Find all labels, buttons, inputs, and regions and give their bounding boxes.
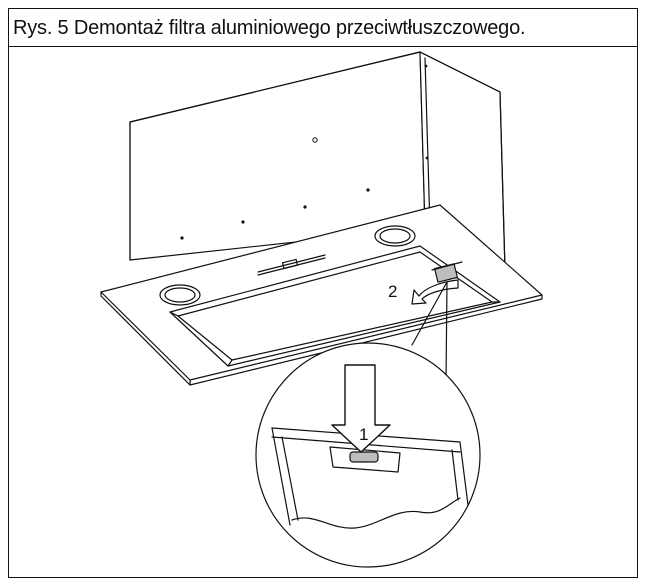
lamp-icon <box>159 225 416 306</box>
step-2-label: 2 <box>388 282 397 301</box>
filter-opening <box>169 245 501 367</box>
zoom-leader-lines <box>411 281 448 383</box>
control-panel-icon <box>257 254 326 276</box>
push-down-arrow-icon <box>331 364 391 453</box>
detail-filter-edge <box>271 427 469 529</box>
hood-bottom-panel <box>100 204 543 386</box>
filter-latch <box>431 261 463 283</box>
step-1-label: 1 <box>359 425 368 444</box>
figure-caption: Rys. 5 Demontaż filtra aluminiowego prze… <box>13 17 526 39</box>
figure-caption-bar: Rys. 5 Demontaż filtra aluminiowego prze… <box>9 9 637 47</box>
